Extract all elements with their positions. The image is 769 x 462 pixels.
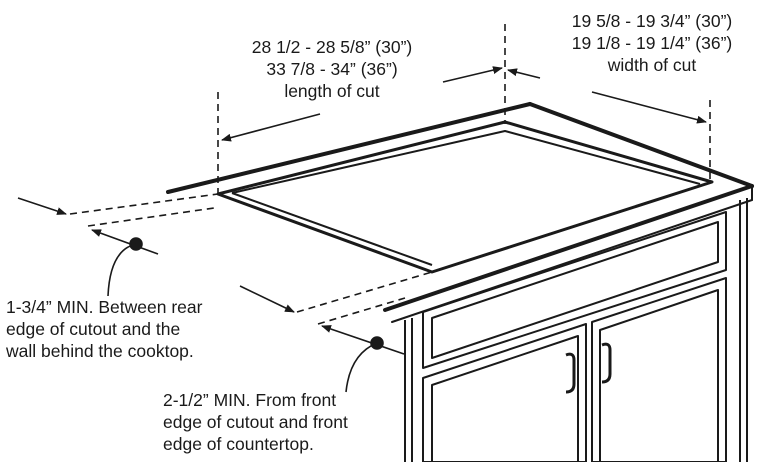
cutout-inner-lip (231, 130, 701, 194)
front-note-line-3: edge of countertop. (163, 434, 314, 454)
width-30-dimension: 19 5/8 - 19 3/4” (30”) (571, 11, 733, 31)
dimension-arrows (17, 66, 707, 355)
front-extension-line-1 (296, 271, 433, 313)
rear-note-line-3: wall behind the cooktop. (6, 341, 194, 361)
rear-arrow-1 (17, 197, 67, 215)
front-clearance-note: 2-1/2” MIN. From front edge of cutout an… (163, 389, 403, 455)
cutout-outer (216, 120, 714, 274)
front-leader-line (345, 342, 378, 393)
leader-lines (107, 237, 384, 393)
countertop-front-edge (383, 184, 754, 312)
right-door (591, 277, 727, 462)
front-extension-line-2 (317, 297, 406, 325)
width-36-dimension: 19 1/8 - 19 1/4” (36”) (571, 33, 733, 53)
left-door-handle (565, 352, 576, 394)
length-arrow (221, 113, 321, 142)
left-door (422, 323, 587, 462)
rear-clearance-note: 1-3/4” MIN. Between rear edge of cutout … (6, 296, 276, 362)
width-arrow-right (591, 91, 707, 124)
rear-note-line-1: 1-3/4” MIN. Between rear (6, 297, 203, 317)
length-30-dimension: 28 1/2 - 28 5/8” (30”) (251, 37, 413, 57)
countertop-rear-edge (166, 102, 532, 194)
rear-note-line-2: edge of cutout and the (6, 319, 181, 339)
width-arrow-right-start (507, 68, 541, 79)
front-note-line-1: 2-1/2” MIN. From front (163, 390, 337, 410)
right-door-handle (601, 342, 612, 384)
width-caption: width of cut (607, 55, 697, 75)
front-arrow-1 (239, 285, 295, 313)
front-arrow-2 (321, 325, 405, 355)
drawer-front (422, 211, 727, 369)
width-arrow-left (442, 66, 503, 83)
drawer-panel (431, 221, 719, 359)
length-of-cut-label: 28 1/2 - 28 5/8” (30”) 33 7/8 - 34” (36”… (212, 36, 452, 102)
left-door-panel (431, 335, 579, 462)
width-of-cut-label: 19 5/8 - 19 3/4” (30”) 19 1/8 - 19 1/4” … (536, 10, 768, 76)
rear-extension-line-1 (69, 193, 219, 215)
rear-arrow-2 (91, 229, 159, 255)
extension-lines (69, 24, 711, 325)
length-caption: length of cut (284, 81, 380, 101)
rear-leader-line (107, 243, 137, 297)
length-36-dimension: 33 7/8 - 34” (36”) (266, 59, 398, 79)
rear-extension-line-2 (87, 207, 215, 227)
countertop-right-edge (528, 102, 754, 188)
cutout-inner-lip-left (231, 192, 433, 266)
right-door-panel (599, 289, 719, 462)
front-note-line-2: edge of cutout and front (163, 412, 348, 432)
cabinet (404, 198, 748, 462)
cutout (216, 120, 714, 274)
